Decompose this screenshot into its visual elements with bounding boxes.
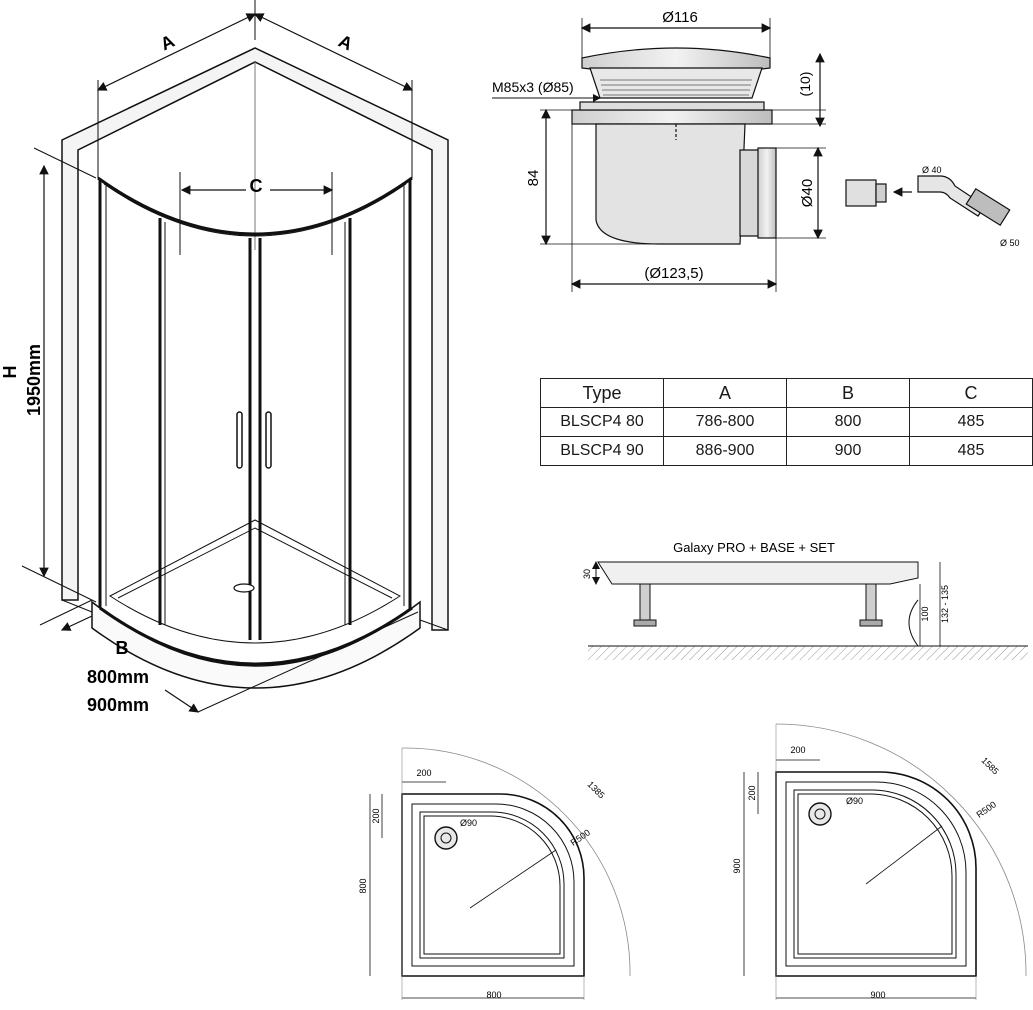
dim-b: B [116, 638, 129, 658]
enclosure-drawing [21, 0, 449, 713]
pipe-d40: Ø 40 [922, 165, 942, 175]
tray-900-offset-x: 200 [790, 745, 805, 755]
table-row: BLSCP4 80 786-800 800 485 [540, 407, 1033, 437]
waste-cap-height: (10) [797, 72, 813, 97]
tray-side-drawing [588, 561, 1028, 660]
tray-800-arc: 1385 [586, 779, 607, 800]
tray-900-radius: R500 [975, 799, 998, 820]
pipe-d50: Ø 50 [1000, 238, 1020, 248]
tray-800-drawing [369, 747, 631, 1000]
tray-800-offset-y: 200 [371, 808, 381, 823]
tray-800-offset-x: 200 [416, 768, 431, 778]
table-cell: 800 [786, 407, 910, 437]
waste-body-diameter: (Ø123,5) [644, 265, 703, 282]
tray-800-bottom: 800 [486, 990, 501, 1000]
table-header-row: Type A B C [540, 378, 1033, 408]
table-header-type: Type [540, 378, 664, 408]
tray-900-side: 900 [732, 858, 742, 873]
table-cell: 485 [909, 407, 1033, 437]
dim-c: C [250, 176, 263, 196]
tray-900-drawing [743, 723, 1027, 1000]
tray-900-offset-y: 200 [747, 785, 757, 800]
table-cell: BLSCP4 80 [540, 407, 664, 437]
waste-top-diameter: Ø116 [662, 9, 698, 26]
tray-side-dim-132-135: 132 - 135 [940, 585, 950, 623]
table-cell: 786-800 [663, 407, 787, 437]
dim-height-value: 1950mm [24, 344, 44, 416]
dim-a-left: A [157, 31, 177, 55]
tray-800-side: 800 [358, 878, 368, 893]
table-cell: 485 [909, 436, 1033, 466]
waste-thread: M85x3 (Ø85) [492, 79, 574, 95]
tray-side-dim-100: 100 [920, 606, 930, 621]
tray-800-radius: R500 [569, 827, 592, 848]
spec-table: Type A B C BLSCP4 80 786-800 800 485 BLS… [540, 378, 1033, 466]
dim-h: H [0, 366, 20, 379]
table-cell: 886-900 [663, 436, 787, 466]
waste-drawing [492, 18, 1011, 292]
dim-a-right: A [335, 31, 355, 55]
tray-side-dim-30: 30 [582, 569, 592, 579]
size-900: 900mm [87, 695, 149, 715]
waste-body-height: 84 [525, 170, 542, 187]
tray-side-title: Galaxy PRO + BASE + SET [673, 540, 835, 555]
tray-900-arc: 1585 [980, 755, 1001, 776]
table-row: BLSCP4 90 886-900 900 485 [540, 436, 1033, 466]
size-800: 800mm [87, 667, 149, 687]
waste-outlet-diameter: Ø40 [799, 179, 816, 207]
tray-900-drain: Ø90 [846, 796, 863, 806]
table-header-b: B [786, 378, 910, 408]
table-header-a: A [663, 378, 787, 408]
tray-900-bottom: 900 [870, 990, 885, 1000]
table-header-c: C [909, 378, 1033, 408]
table-cell: 900 [786, 436, 910, 466]
table-cell: BLSCP4 90 [540, 436, 664, 466]
tray-800-drain: Ø90 [460, 818, 477, 828]
